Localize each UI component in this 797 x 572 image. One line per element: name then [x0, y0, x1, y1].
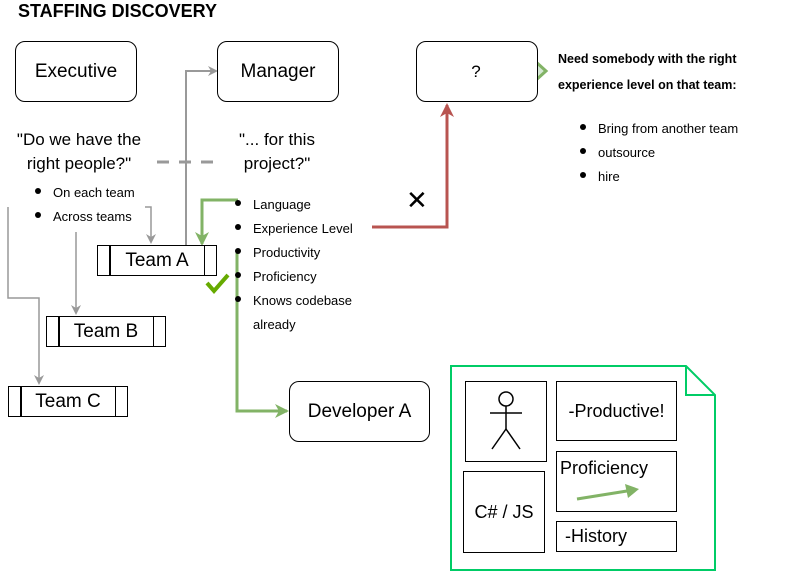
bullet-continuation: already	[253, 317, 296, 332]
history-box: -History	[556, 521, 677, 552]
executive-question-line1: "Do we have the	[16, 130, 142, 149]
team-b-node[interactable]: Team B	[46, 316, 166, 347]
proficiency-box: Proficiency	[556, 451, 677, 512]
trend-up-arrow-icon	[576, 484, 639, 501]
bullet-item: On each team	[33, 181, 135, 205]
bullet-item: Productivity	[233, 241, 353, 265]
connector-language-to-team-a	[195, 198, 238, 246]
connector-team-a-to-manager	[185, 66, 218, 245]
history-label: -History	[565, 526, 627, 546]
developer-a-node[interactable]: Developer A	[289, 381, 430, 442]
unknown-node[interactable]: ?	[416, 41, 538, 102]
check-mark-icon	[205, 273, 230, 295]
option-item: hire	[578, 165, 738, 189]
page-title: STAFFING DISCOVERY	[18, 1, 218, 21]
executive-node[interactable]: Executive	[15, 41, 137, 102]
card-fold-corner	[685, 366, 715, 396]
proficiency-label: Proficiency	[560, 458, 649, 478]
bullet-item: Knows codebase	[233, 289, 353, 313]
manager-question: "... for this project?"	[222, 128, 332, 176]
developer-a-label: Developer A	[307, 400, 412, 422]
team-c-node[interactable]: Team C	[8, 386, 128, 417]
need-note: Need somebody with the right experience …	[558, 46, 737, 98]
team-a-node[interactable]: Team A	[97, 245, 217, 276]
option-item: outsource	[578, 141, 738, 165]
bullet-item: Proficiency	[233, 265, 353, 289]
productive-label: -Productive!	[568, 400, 665, 421]
need-note-line2: experience level on that team:	[558, 78, 737, 92]
skills-box: C# / JS	[463, 471, 545, 553]
manager-bullets: Language Experience Level Productivity P…	[233, 193, 353, 337]
executive-question: "Do we have the right people?"	[4, 128, 154, 176]
person-icon	[490, 390, 522, 449]
unknown-label: ?	[471, 61, 481, 81]
connector-to-team-a	[145, 206, 156, 244]
bullet-item: Across teams	[33, 205, 135, 229]
staffing-options: Bring from another team outsource hire	[578, 117, 738, 189]
option-item: Bring from another team	[578, 117, 738, 141]
executive-label: Executive	[34, 60, 118, 82]
need-note-line1: Need somebody with the right	[558, 52, 737, 66]
avatar-box	[465, 381, 547, 462]
manager-question-line2: project?"	[243, 154, 311, 173]
executive-question-line2: right people?"	[26, 154, 132, 173]
reject-x-icon: ✕	[406, 185, 428, 215]
manager-question-line1: "... for this	[239, 130, 315, 149]
connector-experience-to-unknown	[372, 103, 454, 229]
skills-label: C# / JS	[474, 501, 534, 522]
team-a-label: Team A	[125, 249, 189, 271]
executive-bullets: On each team Across teams	[33, 181, 135, 229]
manager-label: Manager	[240, 60, 316, 82]
connector-skills-to-developer	[235, 252, 289, 418]
team-c-label: Team C	[35, 390, 101, 412]
manager-node[interactable]: Manager	[217, 41, 339, 102]
productive-box: -Productive!	[556, 381, 677, 441]
bullet-item: Experience Level	[233, 217, 353, 241]
connector-to-team-c	[7, 207, 44, 385]
bullet-item: Language	[233, 193, 353, 217]
team-b-label: Team B	[73, 320, 139, 342]
